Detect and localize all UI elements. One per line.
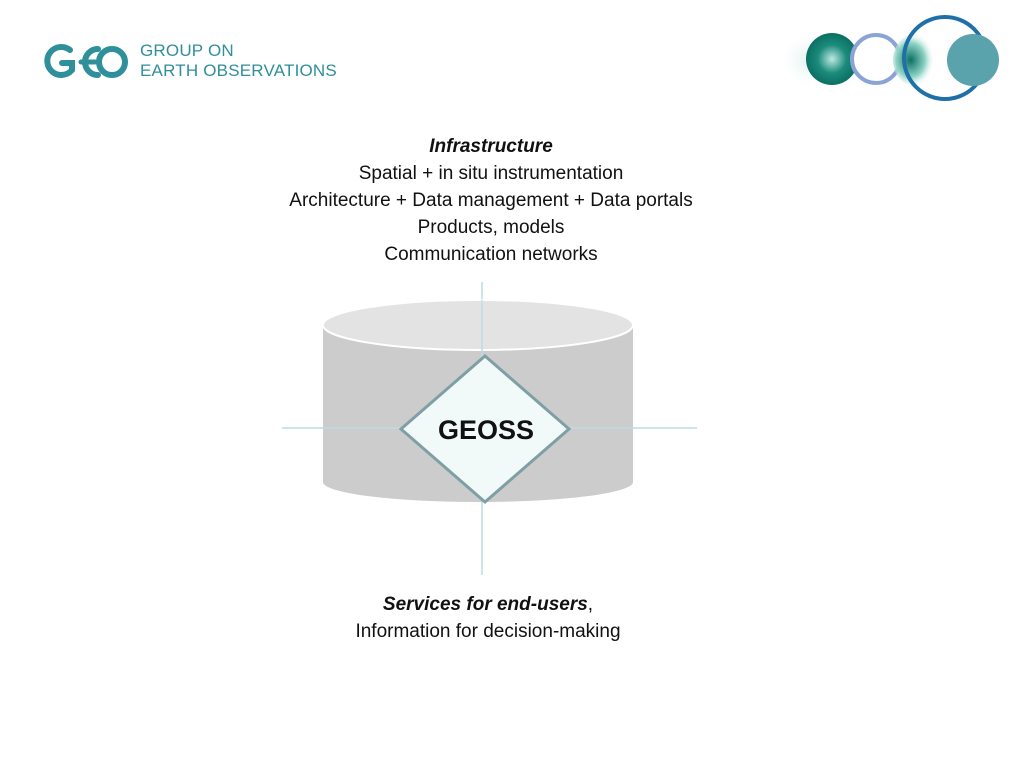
infrastructure-line-4: Communication networks [384, 244, 598, 265]
services-heading: Services for end-users [382, 594, 588, 615]
logo-line-1: GROUP ON [140, 41, 234, 60]
geoss-diamond [398, 354, 572, 504]
cylinder-top [322, 299, 634, 351]
geo-logo: GROUP ON EARTH OBSERVATIONS [40, 38, 360, 86]
logo-line-2: EARTH OBSERVATIONS [140, 61, 337, 80]
geoss-label: GEOSS [437, 415, 535, 445]
infrastructure-line-1: Spatial + in situ instrumentation [358, 163, 624, 184]
services-text: Services for end-users, Information for … [200, 591, 776, 645]
infrastructure-line-3: Products, models [417, 217, 565, 238]
logo-wordmark: GROUP ON EARTH OBSERVATIONS [140, 41, 337, 81]
services-line-2: Information for decision-making [355, 621, 621, 642]
geo-logo-mark-icon [44, 43, 128, 78]
earth-observation-circles-icon [778, 15, 999, 101]
infrastructure-text: Infrastructure Spatial + in situ instrum… [200, 133, 782, 268]
infrastructure-heading: Infrastructure [429, 136, 553, 157]
infrastructure-line-2: Architecture + Data management + Data po… [289, 190, 693, 211]
services-separator: , [587, 594, 594, 615]
